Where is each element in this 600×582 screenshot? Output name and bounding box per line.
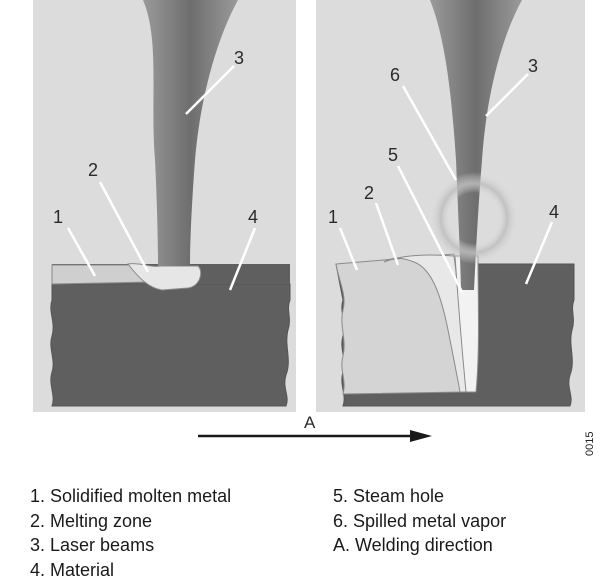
legend-item-solidified-molten-metal: 1. Solidified molten metal: [30, 486, 232, 506]
left-leader-3: [185, 65, 235, 115]
welding-direction: A: [198, 413, 432, 442]
left-callout-3: 3: [234, 48, 244, 68]
right-leader-2: [374, 202, 400, 266]
right-callout-2: 2: [364, 183, 374, 203]
legend-item-steam-hole: 5. Steam hole: [333, 486, 445, 506]
direction-label: A: [304, 413, 316, 432]
right-leader-3: [485, 73, 529, 117]
right-callout-3: 3: [528, 56, 538, 76]
right-metal-vapor: [430, 172, 518, 264]
right-callout-5: 5: [388, 145, 398, 165]
legend-right-column: 5. Steam hole 6. Spilled metal vapor A. …: [333, 484, 506, 558]
legend-item-material: 4. Material: [30, 559, 115, 580]
right-callout-4: 4: [549, 202, 559, 222]
legend-item-spilled-metal-vapor: 6. Spilled metal vapor: [333, 510, 507, 531]
laser-welding-diagram: 1 2 3 4 1 2 3 4 5 6 A: [33, 0, 596, 456]
left-callout-1: 1: [53, 207, 63, 227]
left-material-block: [50, 283, 291, 407]
left-leader-1: [66, 227, 97, 277]
left-callout-2: 2: [88, 160, 98, 180]
left-leader-4: [228, 227, 257, 291]
left-leader-2: [98, 181, 150, 273]
legend-left-column: 1. Solidified molten metal 2. Melting zo…: [30, 484, 231, 582]
left-panel: 1 2 3 4: [33, 0, 296, 412]
right-leader-6: [401, 85, 458, 181]
legend-item-melting-zone: 2. Melting zone: [30, 510, 153, 531]
right-callout-6: 6: [390, 65, 400, 85]
right-leader-5: [396, 165, 464, 293]
right-callout-1: 1: [328, 207, 338, 227]
right-panel: 1 2 3 4 5 6: [316, 0, 585, 412]
right-laser-beam: [430, 0, 522, 290]
right-leader-4: [524, 221, 554, 285]
legend-item-welding-direction: A. Welding direction: [333, 535, 493, 555]
left-laser-beam: [143, 0, 238, 266]
figure-code: 0015: [584, 432, 596, 456]
direction-arrow-head: [410, 430, 432, 442]
left-callout-4: 4: [248, 207, 258, 227]
right-leader-1: [338, 227, 359, 271]
legend-item-laser-beams: 3. Laser beams: [30, 535, 155, 555]
